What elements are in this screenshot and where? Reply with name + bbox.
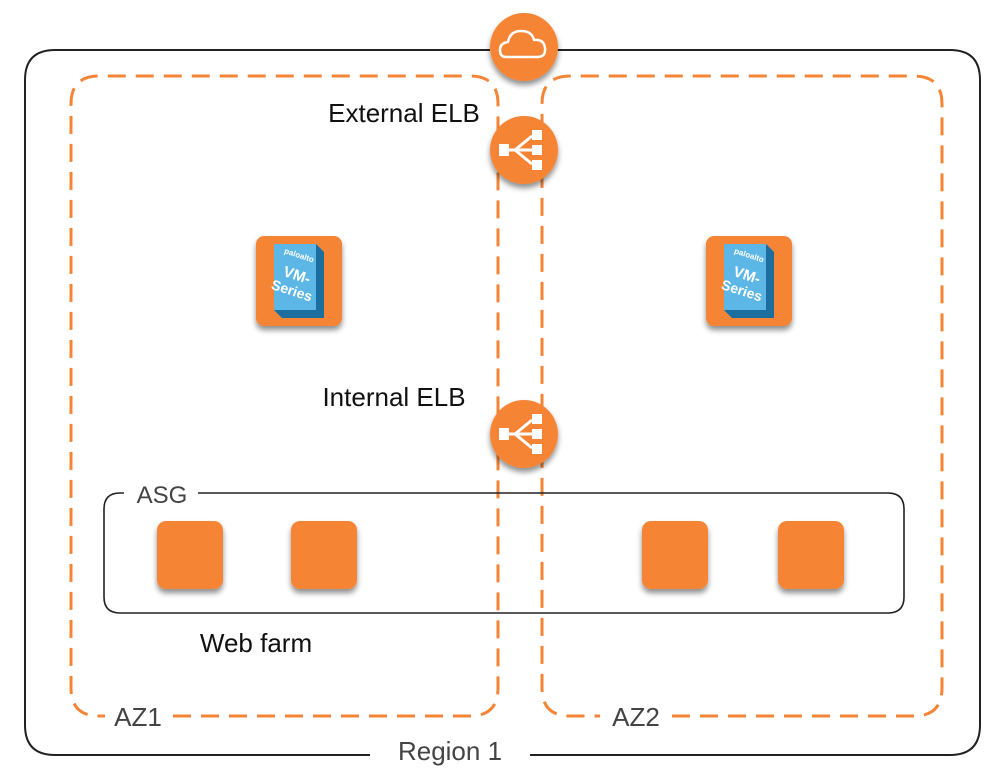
cloud-icon [490,13,558,81]
web-farm-label: Web farm [200,628,312,658]
external-elb-label: External ELB [328,98,480,128]
web-instance-icon [642,521,708,589]
az1-box: AZ1 [69,74,500,732]
az1-label: AZ1 [114,702,162,732]
asg-label: ASG [137,482,188,509]
region-label: Region 1 [398,736,502,766]
web-instance-icon [157,521,223,589]
external-elb-icon [490,116,558,184]
vm-series-firewall-icon: paloalto VM- Series [706,236,792,326]
az2-label: AZ2 [612,702,660,732]
web-instances [157,521,844,589]
asg-group-box: ASG [103,482,905,614]
web-instance-icon [291,521,357,589]
region-box: Region 1 [24,49,981,766]
internal-elb-label: Internal ELB [322,382,465,412]
az2-box: AZ2 [540,74,944,732]
vm-series-firewall-icon: paloalto VM- Series [256,236,342,326]
internal-elb-icon [490,400,558,468]
web-instance-icon [778,521,844,589]
